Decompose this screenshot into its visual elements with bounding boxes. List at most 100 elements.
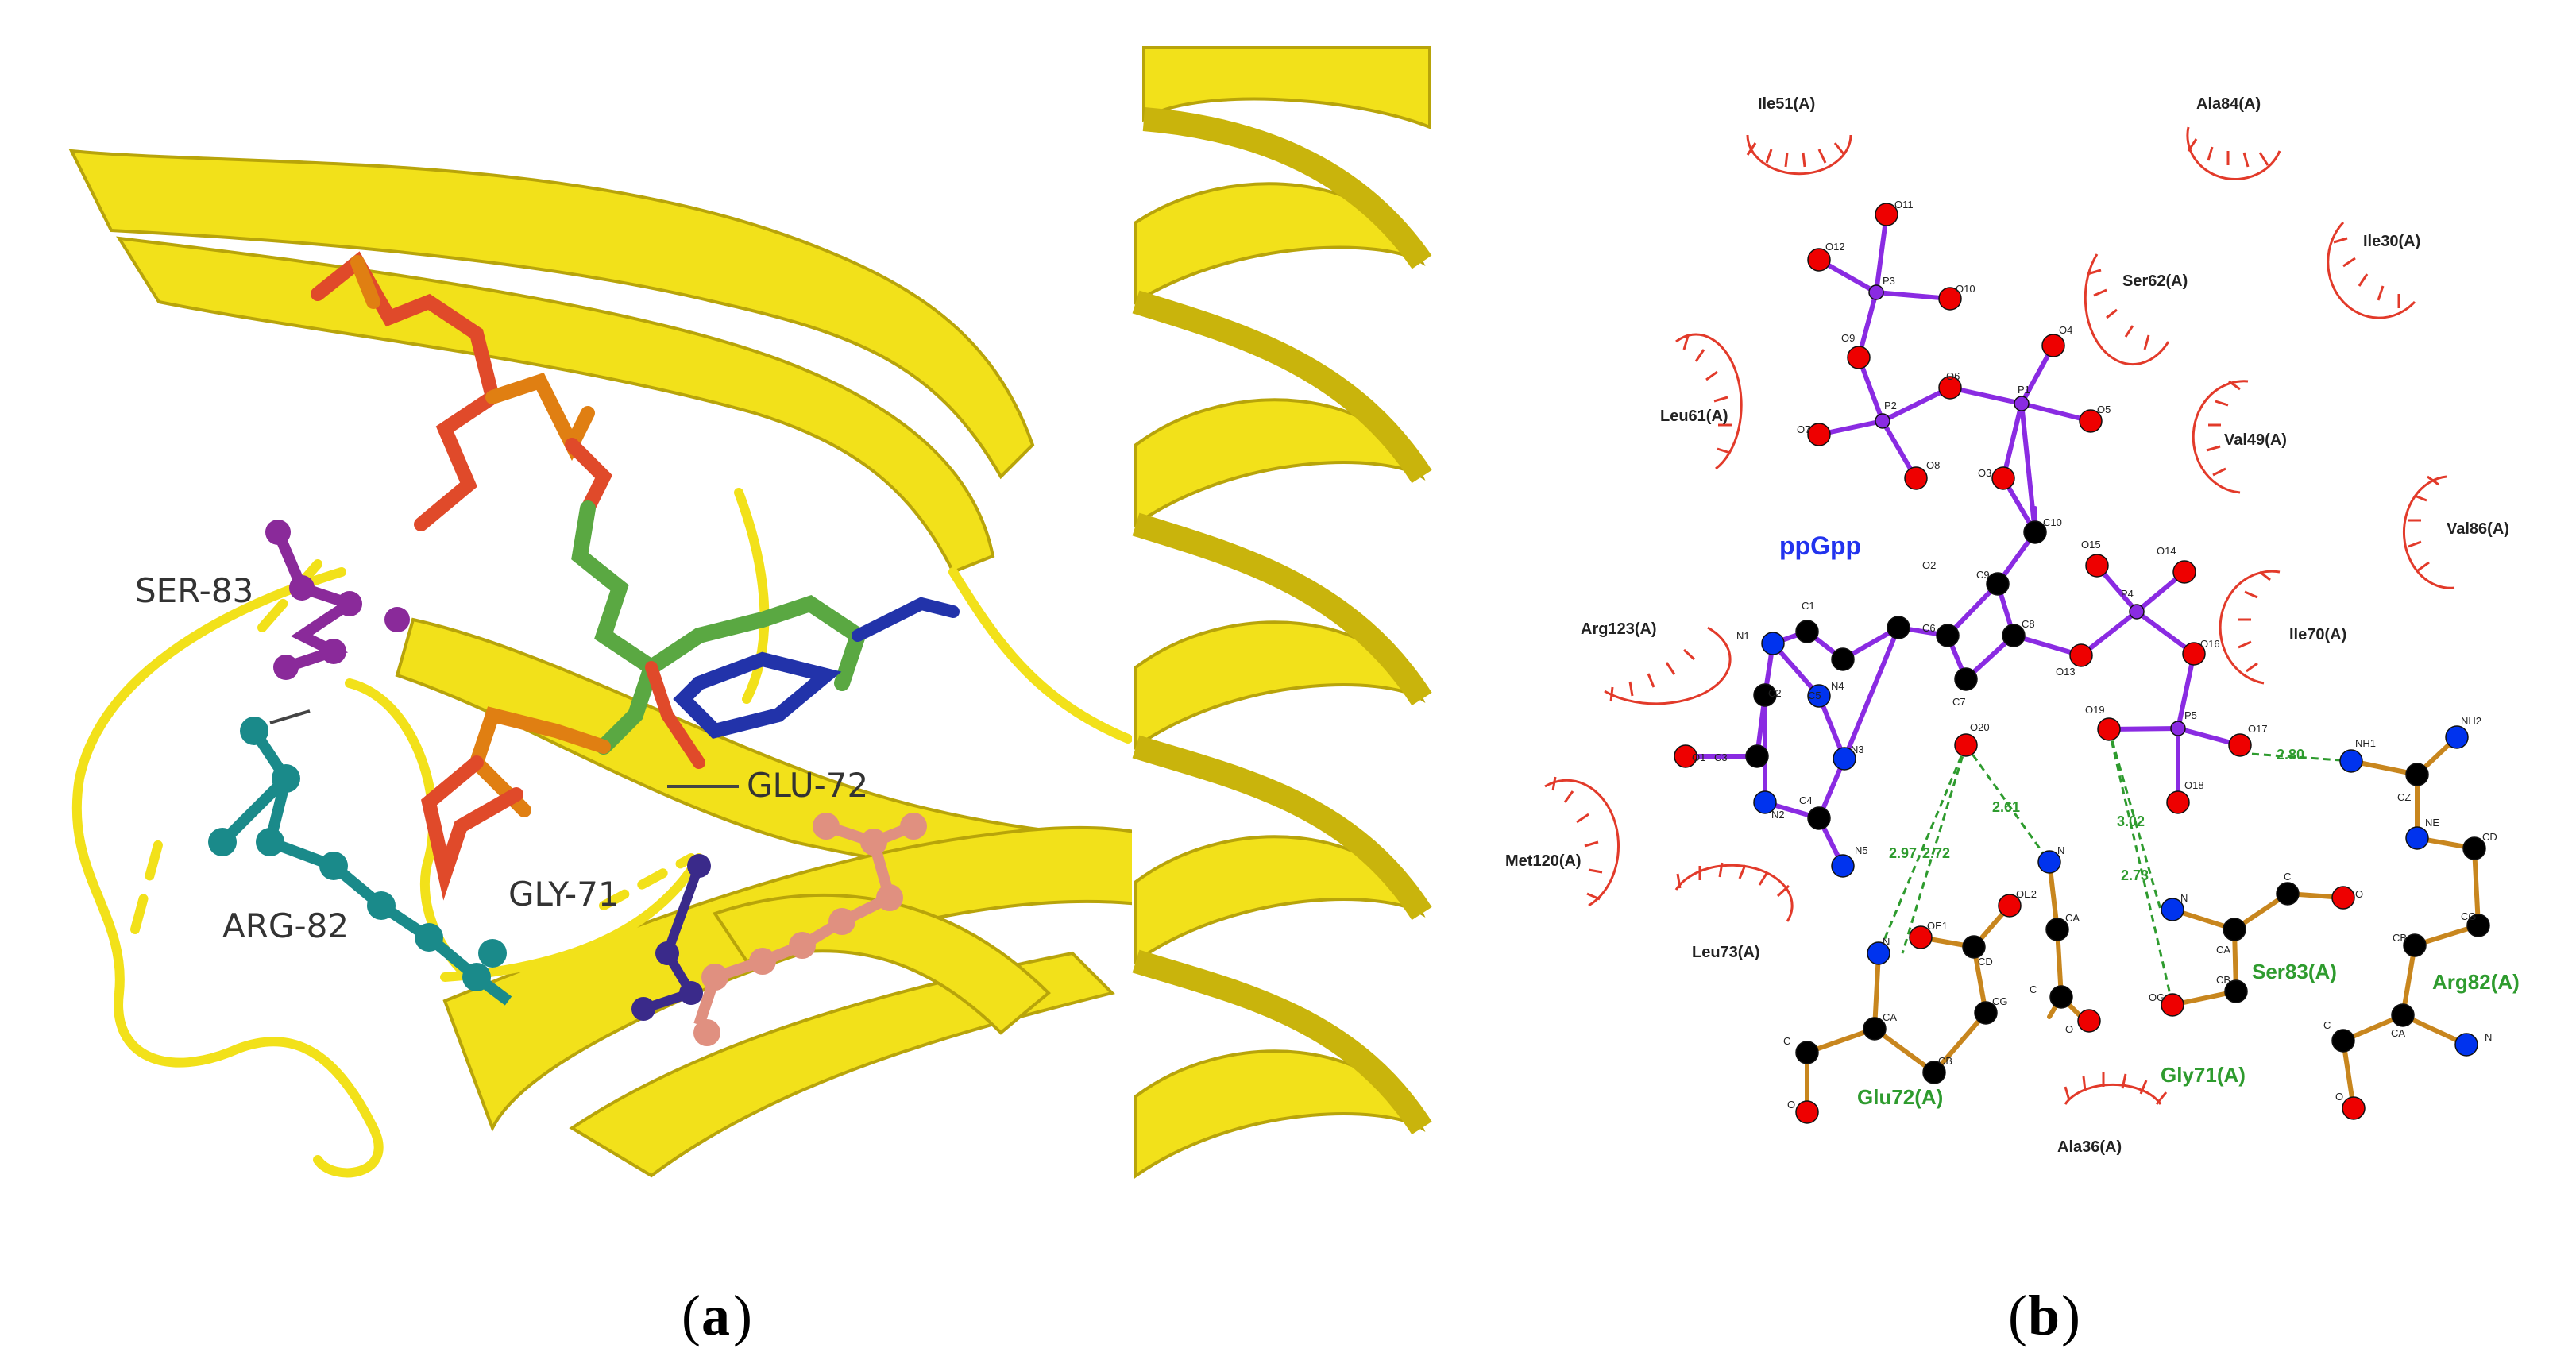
hydrophobic-arc-ile70 <box>2219 570 2281 685</box>
atom-label: O13 <box>2056 666 2076 678</box>
atom-label: CA <box>1883 1011 1897 1023</box>
atom-label: N <box>2180 892 2188 904</box>
ser83-ballstick <box>265 520 410 680</box>
atom-label: O <box>2355 888 2363 900</box>
atom-label: O7 <box>1797 423 1810 435</box>
label-arg82: ARG-82 <box>222 906 349 945</box>
distance-label: 2.73 <box>2121 867 2149 883</box>
hydrophobic-arc-arg123 <box>1604 626 1732 705</box>
atom-label: O15 <box>2081 539 2101 551</box>
atom-label: C5 <box>1808 690 1821 701</box>
distance-label: 3.02 <box>2117 813 2145 829</box>
atom-label: N4 <box>1831 680 1844 692</box>
hydrophobic-arc-ser62 <box>2084 253 2170 366</box>
atom-label: P1 <box>2018 384 2030 396</box>
panel-b-ligplot: Ile51(A) Ala84(A) Ile30(A) Ser62(A) Leu6… <box>1505 95 2520 1156</box>
hydrophobic-labels: Ile51(A) Ala84(A) Ile30(A) Ser62(A) Leu6… <box>1505 95 2509 1156</box>
atom-label: O5 <box>2097 404 2111 415</box>
atom-label: O9 <box>1841 332 1855 344</box>
atom-label: OE2 <box>2016 888 2037 900</box>
panel-a-structure: SER-83 GLU-72 GLY-71 ARG-82 <box>44 32 1434 1204</box>
atom-label: O18 <box>2184 779 2204 791</box>
atom-label: O2 <box>1922 559 1936 571</box>
atom-label: O <box>2335 1091 2343 1103</box>
atom-label: P3 <box>1883 275 1895 287</box>
atom-label: O3 <box>1978 467 1991 479</box>
glu72-ballstick <box>693 813 927 1046</box>
hbond-residue-label-gly71: Gly71(A) <box>2161 1063 2246 1087</box>
atom-label: CA <box>2216 944 2230 956</box>
atom-label: N5 <box>1855 844 1868 856</box>
distance-labels: 2.80 2.61 2.97 2.72 3.02 2.73 <box>1889 747 2304 883</box>
atom-label: O16 <box>2200 638 2220 650</box>
alpha-helix <box>1132 32 1434 1204</box>
atom-label: O <box>1787 1099 1795 1111</box>
atom-label: O19 <box>2085 704 2105 716</box>
atom-label: N <box>2485 1031 2492 1043</box>
label-ser83: SER-83 <box>135 571 253 610</box>
atom-label: OG <box>2149 991 2165 1003</box>
hbond-residue-label-arg82: Arg82(A) <box>2432 970 2520 994</box>
label-glu72: GLU-72 <box>747 766 868 805</box>
atom-label: C2 <box>1768 687 1782 699</box>
atom-label: O11 <box>1894 199 1914 211</box>
atom-label: P4 <box>2121 588 2134 600</box>
hydrophobic-label: Val86(A) <box>2447 520 2509 538</box>
arg82-ballstick <box>208 717 512 1006</box>
distance-label: 2.97 <box>1889 845 1917 861</box>
atom-label: C <box>2030 983 2037 995</box>
caption-b-letter: b <box>2028 1284 2060 1347</box>
hydrophobic-label: Ile51(A) <box>1758 95 1815 113</box>
caption-b: ( b ) <box>2008 1284 2080 1347</box>
atom-label: O14 <box>2157 545 2176 557</box>
svg-text:): ) <box>2061 1284 2080 1347</box>
atom-label: CA <box>2065 912 2080 924</box>
svg-text:): ) <box>733 1284 752 1347</box>
atom-label: CD <box>2482 831 2497 843</box>
hydrophobic-label: Leu61(A) <box>1660 408 1728 425</box>
atom-label: NH2 <box>2461 715 2481 727</box>
ppgpp-sticks <box>311 251 960 901</box>
atom-label: C10 <box>2043 516 2062 528</box>
hydrogen-bonds <box>1877 728 2352 1006</box>
atom-label: CB <box>2393 932 2407 944</box>
atom-label: CG <box>1992 995 2008 1007</box>
atom-label: CB <box>1938 1055 1952 1067</box>
atom-label: OE1 <box>1927 920 1948 932</box>
distance-label: 2.80 <box>2277 747 2304 763</box>
atom-label: C3 <box>1714 751 1728 763</box>
hydrophobic-arc-val86 <box>2402 475 2455 589</box>
hydrophobic-label: Ala84(A) <box>2196 95 2261 113</box>
hydrophobic-arc-leu61 <box>1675 333 1743 470</box>
atom-label: C7 <box>1952 696 1966 708</box>
atom-label: C8 <box>2022 618 2035 630</box>
atom-label: CD <box>1978 956 1993 968</box>
atom-label: C <box>2323 1019 2331 1031</box>
atom-label: O20 <box>1970 721 1990 733</box>
atom-label: O6 <box>1946 370 1960 382</box>
ligand-name: ppGpp <box>1779 531 1861 560</box>
gly71-ballstick <box>631 854 711 1021</box>
atom-label: O8 <box>1926 459 1940 471</box>
atom-label: CB <box>2216 974 2230 986</box>
atom-label: C9 <box>1976 569 1990 581</box>
caption-a-letter: a <box>701 1284 730 1347</box>
hydrophobic-arc-ala36 <box>2064 1072 2168 1105</box>
atom-label: P5 <box>2184 709 2197 721</box>
hydrophobic-arc-ile30 <box>2327 221 2416 319</box>
hbond-residue-label-ser83: Ser83(A) <box>2252 960 2337 983</box>
hydrophobic-contacts <box>1544 126 2455 1105</box>
distance-label: 2.72 <box>1922 845 1950 861</box>
atom-label: P2 <box>1884 400 1897 411</box>
residue-atoms <box>1795 725 2490 1124</box>
atom-label: NE <box>2425 817 2439 829</box>
atom-label: CZ <box>2397 791 2411 803</box>
atom-label: O17 <box>2248 723 2268 735</box>
distance-label: 2.61 <box>1992 799 2020 815</box>
hydrophobic-arc-ala84 <box>2186 126 2281 180</box>
atom-label: N2 <box>1771 809 1785 821</box>
hydrophobic-label: Met120(A) <box>1505 852 1582 870</box>
residue-atom-labels: N CA CB CG CD OE1 OE2 C O N CA C O N CA … <box>1783 715 2497 1111</box>
atom-label: NH1 <box>2355 737 2376 749</box>
